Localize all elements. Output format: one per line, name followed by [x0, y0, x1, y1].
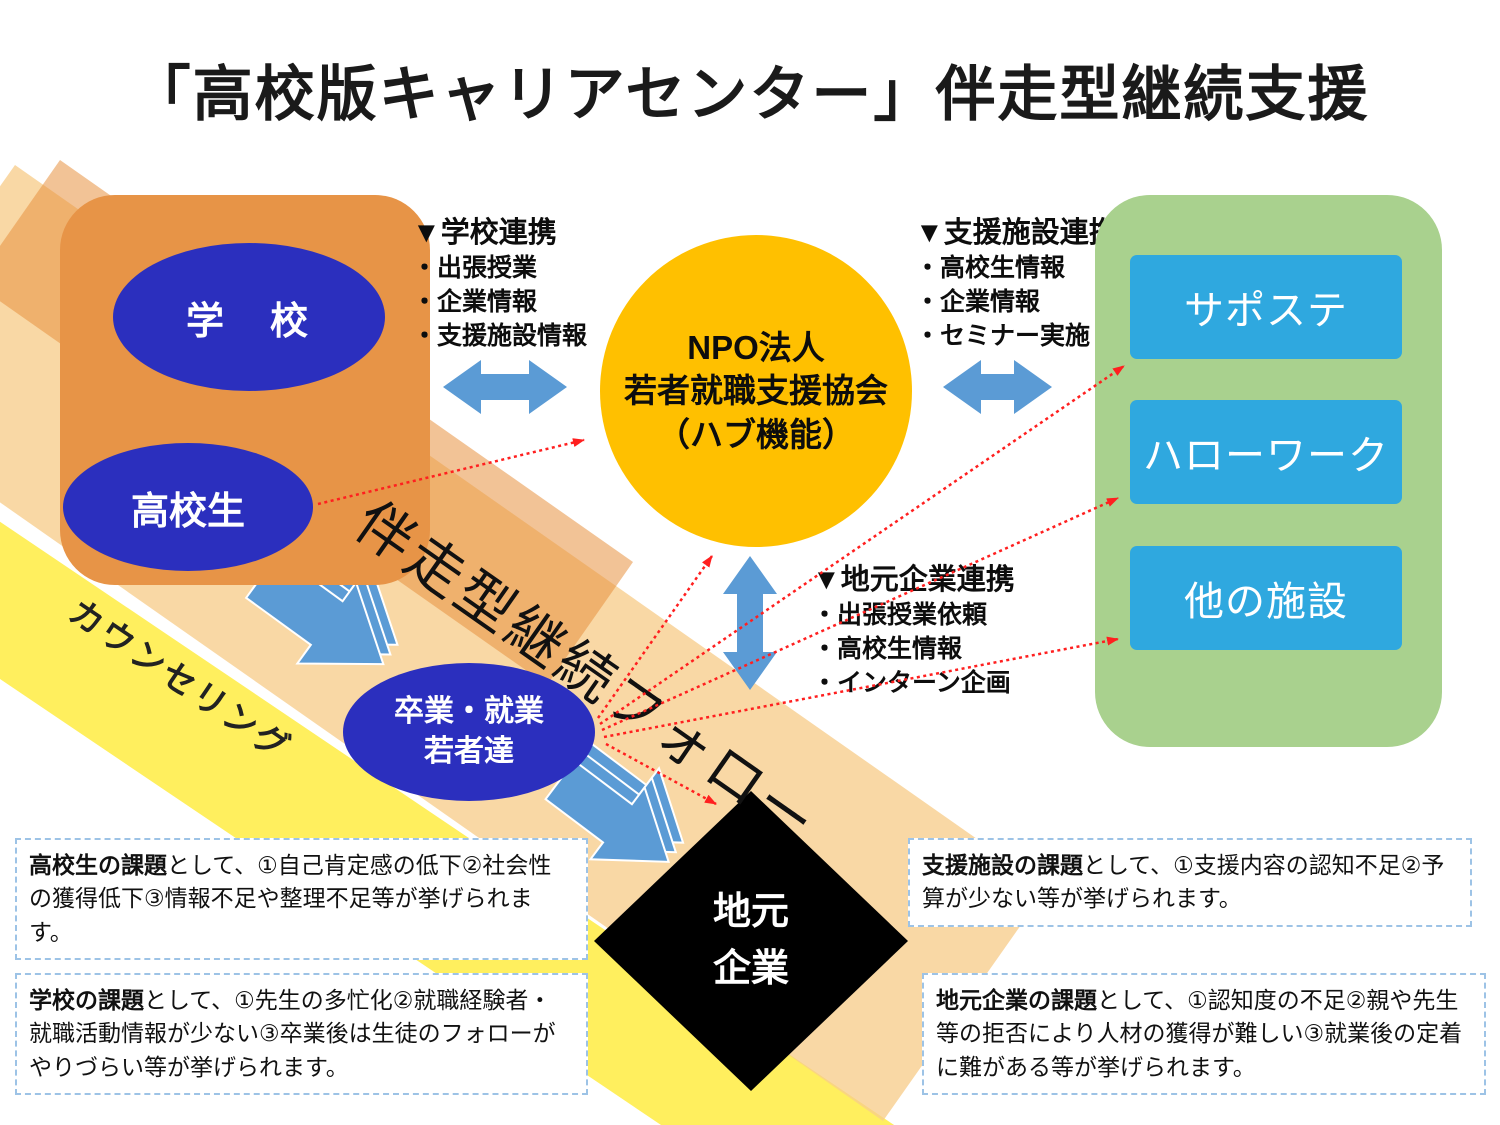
company-link-header: ▼地元企業連携	[812, 564, 1015, 596]
companies-issue-box: 地元企業の課題として、①認知度の不足②親や先生等の拒否により人材の獲得が難しい③…	[922, 973, 1486, 1096]
company-link-item: ・インターン企画	[812, 669, 1011, 698]
school-link-item: ・出張授業	[412, 254, 538, 283]
school-issue-text: として、①先生の多忙化②就職経験者・就職活動情報が少ない③卒業後は生徒のフォロー…	[29, 987, 556, 1080]
students-ellipse: 高校生	[63, 443, 313, 571]
facility-hellowork: ハローワーク	[1130, 400, 1402, 504]
facility-link-item: ・高校生情報	[915, 254, 1066, 283]
facilities-issue-lead: 支援施設の課題	[922, 852, 1083, 878]
facility-link-header: ▼支援施設連携	[915, 217, 1118, 249]
school-issue-lead: 学校の課題	[29, 987, 144, 1013]
students-issue-lead: 高校生の課題	[29, 852, 167, 878]
students-label: 高校生	[130, 490, 245, 533]
school-npo-double-arrow	[443, 360, 567, 414]
companies-issue-text: として、①認知度の不足②親や先生等の拒否により人材の獲得が難しい③就業後の定着に…	[936, 987, 1463, 1080]
company-link-item: ・出張授業依頼	[812, 601, 988, 630]
graduates-line2: 若者達	[424, 735, 514, 768]
school-link-header: ▼学校連携	[412, 217, 557, 249]
npo-hub-line1: NPO法人	[687, 328, 825, 366]
school-issue-box: 学校の課題として、①先生の多忙化②就職経験者・就職活動情報が少ない③卒業後は生徒…	[15, 973, 588, 1096]
local-company-line2: 企業	[712, 948, 789, 990]
school-ellipse: 学 校	[113, 243, 385, 391]
students-issue-text: として、①自己肯定感の低下②社会性の獲得低下③情報不足や整理不足等が挙げられます…	[29, 852, 552, 945]
graduates-ellipse: 卒業・就業 若者達	[343, 663, 595, 801]
facilities-issue-text: として、①支援内容の認知不足②予算が少ない等が挙げられます。	[922, 852, 1445, 912]
local-company-label: 地元 企業	[651, 884, 851, 998]
facility-link-item: ・企業情報	[915, 288, 1041, 317]
npo-company-double-arrow	[723, 556, 777, 690]
npo-facility-double-arrow	[943, 360, 1052, 414]
npo-hub-line3: （ハブ機能）	[657, 415, 855, 453]
counseling-ribbon-label: カウンセリング	[61, 592, 298, 769]
school-label: 学 校	[185, 300, 312, 343]
npo-hub-line2: 若者就職支援協会	[624, 372, 888, 410]
facility-saposute: サポステ	[1130, 255, 1402, 359]
students-issue-box: 高校生の課題として、①自己肯定感の低下②社会性の獲得低下③情報不足や整理不足等が…	[15, 838, 588, 961]
facility-label: サポステ	[1184, 289, 1348, 333]
school-link-item: ・企業情報	[412, 288, 538, 317]
company-link-item: ・高校生情報	[812, 635, 963, 664]
page-title: 「高校版キャリアセンター」伴走型継続支援	[130, 61, 1370, 128]
facility-label: 他の施設	[1184, 580, 1348, 624]
facility-link-block: ▼支援施設連携 ・高校生情報 ・企業情報 ・セミナー実施	[915, 215, 1175, 353]
facility-label: ハローワーク	[1143, 434, 1389, 478]
facilities-issue-box: 支援施設の課題として、①支援内容の認知不足②予算が少ない等が挙げられます。	[908, 838, 1472, 927]
graduates-line1: 卒業・就業	[394, 694, 544, 728]
companies-issue-lead: 地元企業の課題	[936, 987, 1097, 1013]
facility-other: 他の施設	[1130, 546, 1402, 650]
facility-link-item: ・セミナー実施	[915, 322, 1091, 351]
npo-hub-circle: NPO法人 若者就職支援協会 （ハブ機能）	[600, 235, 912, 547]
company-link-block: ▼地元企業連携 ・出張授業依頼 ・高校生情報 ・インターン企画	[800, 556, 1060, 711]
school-link-block: ▼学校連携 ・出張授業 ・企業情報 ・支援施設情報	[412, 215, 662, 353]
school-link-item: ・支援施設情報	[412, 322, 588, 351]
local-company-line1: 地元	[712, 891, 789, 933]
